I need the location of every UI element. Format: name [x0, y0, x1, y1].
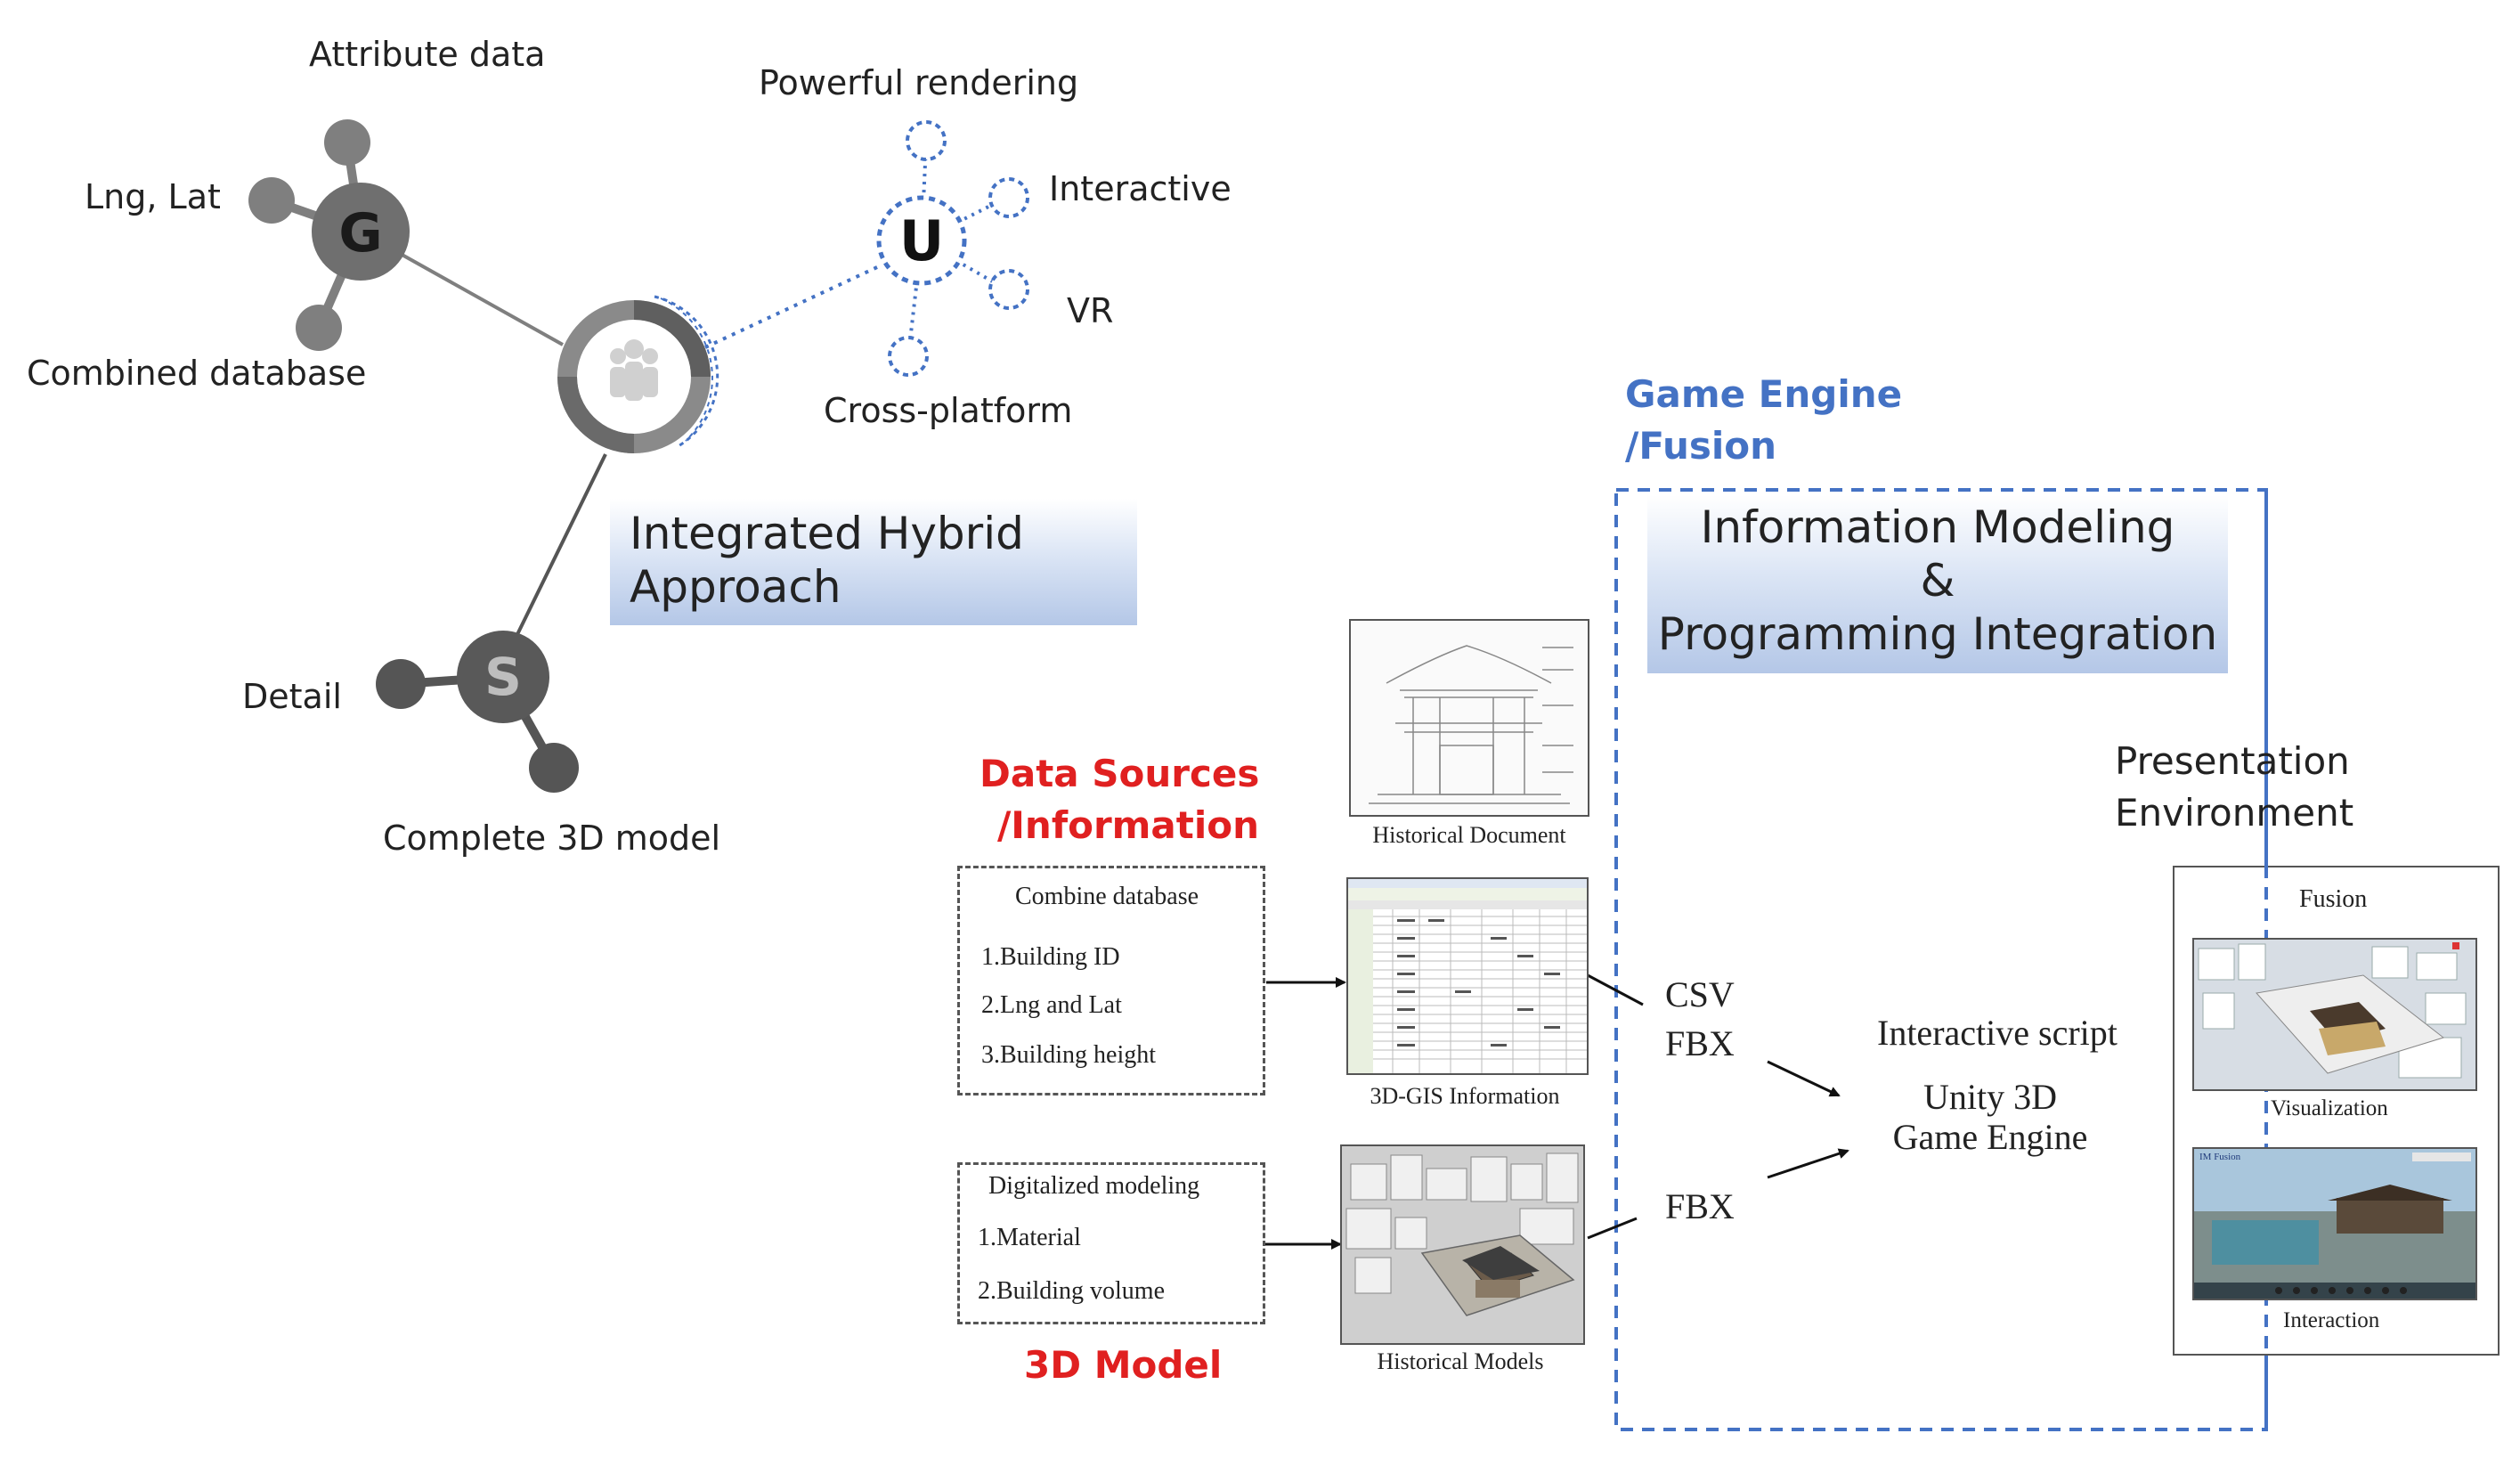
- combine-database-box: Combine database 1.Building ID 2.Lng and…: [957, 866, 1265, 1095]
- connector-hub-u: [704, 265, 878, 349]
- visualization-image: [2192, 938, 2477, 1091]
- attribute-data-dot: [324, 119, 370, 166]
- complete-model-dot: [529, 743, 579, 793]
- unity-line2: Game Engine: [1892, 1117, 2088, 1157]
- game-engine-heading-line2: /Fusion: [1625, 424, 1776, 468]
- digitalized-modeling-box: Digitalized modeling 1.Material 2.Buildi…: [957, 1162, 1265, 1324]
- model-box-title: Digitalized modeling: [988, 1172, 1200, 1200]
- people-icon: [610, 339, 658, 401]
- complete-model-label: Complete 3D model: [383, 819, 721, 858]
- fusion-label: Fusion: [2299, 885, 2368, 913]
- im-banner-line2: &: [1920, 555, 1955, 607]
- connector-hub-s: [501, 453, 607, 664]
- arrow-fbx-to-unity: [1767, 1060, 1841, 1097]
- lng-lat-label: Lng, Lat: [85, 177, 221, 216]
- gis-information-image: [1346, 877, 1589, 1075]
- information-modeling-banner: Information Modeling & Programming Integ…: [1647, 495, 2228, 673]
- rendering-label: Powerful rendering: [759, 63, 1079, 102]
- combine-item-2: 2.Lng and Lat: [981, 991, 1122, 1019]
- model-item-1: 1.Material: [978, 1224, 1081, 1251]
- rendering-dot: [906, 120, 947, 161]
- detail-dot: [376, 659, 426, 709]
- fbx-label-top: FBX: [1665, 1023, 1735, 1063]
- hybrid-approach-banner: Integrated Hybrid Approach: [610, 499, 1137, 625]
- data-sources-heading-line2: /Information: [996, 803, 1259, 847]
- historical-document-image: [1349, 619, 1589, 817]
- app-badge: IM Fusion: [2199, 1152, 2241, 1162]
- arrow-fbx2-to-unity: [1767, 1148, 1849, 1179]
- fbx-label-bottom: FBX: [1665, 1186, 1735, 1226]
- historical-document-caption: Historical Document: [1372, 822, 1566, 848]
- interactive-label: Interactive: [1049, 169, 1232, 208]
- visualization-label: Visualization: [2271, 1096, 2388, 1120]
- g-node-circle: [312, 183, 410, 281]
- vr-label: VR: [1067, 291, 1114, 330]
- spreadsheet-drawing: [1348, 879, 1587, 1073]
- cross-platform-dot: [888, 336, 929, 377]
- historical-models-image: [1340, 1144, 1585, 1345]
- presentation-heading-line2: Environment: [2115, 791, 2354, 835]
- csv-label: CSV: [1665, 974, 1735, 1014]
- combine-item-1: 1.Building ID: [981, 943, 1120, 971]
- combine-box-title: Combine database: [1015, 883, 1199, 910]
- pavilion-drawing: [1369, 645, 1573, 804]
- model-heading: 3D Model: [1024, 1343, 1223, 1387]
- gis-to-csv-line: [1587, 973, 1644, 1006]
- im-banner-line3: Programming Integration: [1657, 608, 2218, 660]
- hub-ring: [557, 295, 719, 453]
- interaction-image: IM Fusion: [2192, 1147, 2477, 1300]
- u-node-group: [876, 120, 1029, 377]
- s-node-circle: [457, 631, 549, 723]
- unity-line1: Unity 3D: [1923, 1077, 2057, 1117]
- data-sources-heading-line1: Data Sources: [980, 752, 1260, 795]
- interaction-label: Interaction: [2283, 1308, 2380, 1332]
- hybrid-banner-line2: Approach: [630, 561, 841, 613]
- interactive-dot: [988, 177, 1029, 218]
- detail-label: Detail: [242, 677, 342, 716]
- presentation-heading-line1: Presentation: [2115, 739, 2350, 783]
- s-node-group: [376, 631, 579, 793]
- hybrid-banner-line1: Integrated Hybrid: [630, 508, 1024, 559]
- combined-database-dot: [296, 305, 342, 351]
- s-node-letter: S: [484, 647, 522, 707]
- u-node-letter: U: [898, 208, 945, 273]
- g-node-letter: G: [338, 202, 383, 265]
- u-node-circle: [876, 195, 967, 286]
- game-engine-heading-line1: Game Engine: [1625, 372, 1903, 416]
- interactive-script-label: Interactive script: [1877, 1013, 2118, 1053]
- attribute-data-label: Attribute data: [309, 35, 546, 74]
- g-node-group: [248, 119, 410, 351]
- lng-lat-dot: [248, 177, 295, 224]
- historical-models-caption: Historical Models: [1377, 1348, 1544, 1374]
- vr-dot: [988, 269, 1029, 310]
- combine-item-3: 3.Building height: [981, 1041, 1156, 1069]
- gis-caption: 3D-GIS Information: [1370, 1083, 1560, 1109]
- interaction-scene: [2194, 1149, 2475, 1299]
- models-to-fbx-line: [1587, 1217, 1638, 1240]
- cross-platform-label: Cross-platform: [824, 391, 1073, 430]
- combined-database-label: Combined database: [27, 354, 367, 393]
- im-banner-line1: Information Modeling: [1700, 501, 2175, 553]
- city-model-drawing: [1342, 1146, 1583, 1343]
- model-item-2: 2.Building volume: [978, 1277, 1165, 1305]
- visualization-scene: [2194, 940, 2475, 1089]
